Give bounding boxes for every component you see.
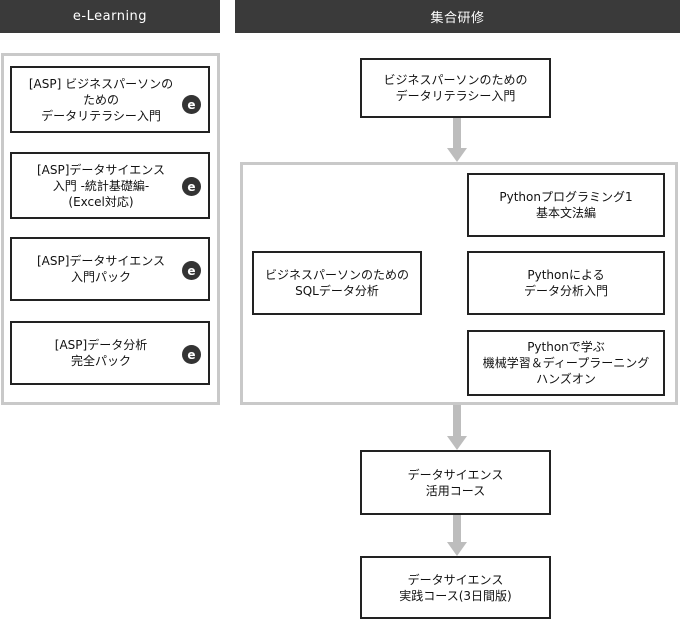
course-ds-practice[interactable]: データサイエンス 実践コース(3日間版) <box>360 556 551 619</box>
course-python-programming-label: Pythonプログラミング1 基本文法編 <box>499 190 633 220</box>
course-python-ml[interactable]: Pythonで学ぶ 機械学習＆ディープラーニング ハンズオン <box>467 330 665 396</box>
elearning-header-label: e-Learning <box>72 9 148 24</box>
course-ds-applied[interactable]: データサイエンス 活用コース <box>360 450 551 515</box>
elearning-course-3[interactable]: [ASP]データサイエンス 入門パック e <box>10 237 210 301</box>
course-sql-analysis[interactable]: ビジネスパーソンのための SQLデータ分析 <box>252 251 422 315</box>
course-ds-applied-label: データサイエンス 活用コース <box>407 467 504 498</box>
e-icon: e <box>182 345 201 364</box>
course-ds-practice-label: データサイエンス 実践コース(3日間版) <box>399 572 512 603</box>
elearning-course-4[interactable]: [ASP]データ分析 完全パック e <box>10 321 210 385</box>
course-data-literacy[interactable]: ビジネスパーソンのための データリテラシー入門 <box>360 58 551 118</box>
course-data-literacy-label: ビジネスパーソンのための データリテラシー入門 <box>383 73 528 103</box>
e-icon: e <box>182 177 201 196</box>
down-arrow-icon <box>447 515 467 556</box>
elearning-course-3-label: [ASP]データサイエンス 入門パック <box>36 254 166 284</box>
down-arrow-icon <box>447 404 467 450</box>
elearning-course-2[interactable]: [ASP]データサイエンス 入門 -統計基礎編- (Excel対応) e <box>10 152 210 219</box>
group-training-header-label: 集合研修 <box>430 11 485 26</box>
group-training-header: 集合研修 <box>235 0 680 33</box>
down-arrow-icon <box>447 118 467 162</box>
course-python-ml-label: Pythonで学ぶ 機械学習＆ディープラーニング ハンズオン <box>482 340 650 386</box>
course-python-programming[interactable]: Pythonプログラミング1 基本文法編 <box>467 173 665 237</box>
elearning-course-2-label: [ASP]データサイエンス 入門 -統計基礎編- (Excel対応) <box>36 162 166 209</box>
elearning-course-1[interactable]: [ASP] ビジネスパーソンの ための データリテラシー入門 e <box>10 66 210 133</box>
e-icon: e <box>182 95 201 114</box>
elearning-course-1-label: [ASP] ビジネスパーソンの ための データリテラシー入門 <box>28 76 174 123</box>
course-python-analysis[interactable]: Pythonによる データ分析入門 <box>467 251 665 315</box>
course-sql-analysis-label: ビジネスパーソンのための SQLデータ分析 <box>264 268 409 298</box>
elearning-header: e-Learning <box>0 0 220 33</box>
e-icon: e <box>182 261 201 280</box>
course-python-analysis-label: Pythonによる データ分析入門 <box>523 268 608 298</box>
elearning-course-4-label: [ASP]データ分析 完全パック <box>54 338 148 368</box>
